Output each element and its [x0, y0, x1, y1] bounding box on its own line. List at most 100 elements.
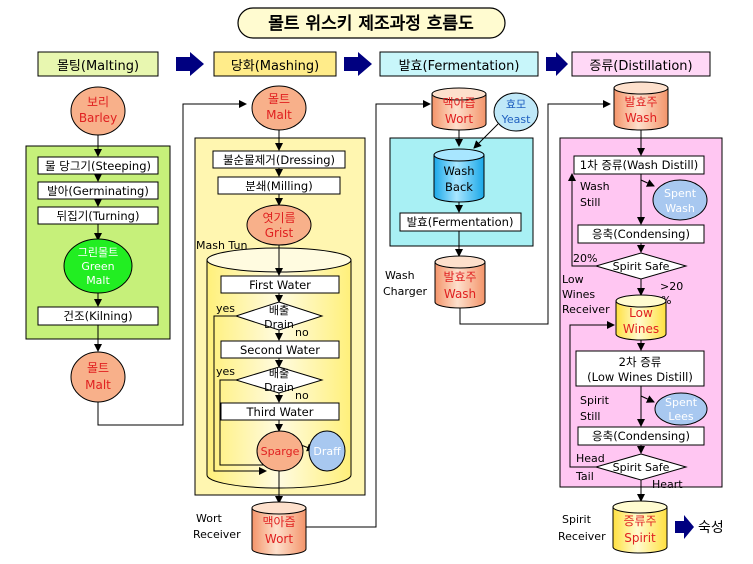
low-wines-receiver-label-1: Low — [562, 273, 584, 286]
mash-tun-label: Mash Tun — [196, 239, 247, 252]
low-wines-vessel: Low Wines — [615, 294, 667, 341]
yeast-node: 효모 Yeast — [493, 92, 539, 132]
svg-text:Malt: Malt — [86, 274, 110, 287]
svg-text:Wash: Wash — [444, 287, 476, 301]
wash-charger-vessel: 발효주 Wash — [434, 255, 486, 309]
condensing-box-1: 응축(Condensing) — [577, 224, 705, 244]
stage-label-mashing: 당화(Mashing) — [231, 59, 319, 74]
stage-header-malting: 몰팅(Malting) — [37, 51, 159, 77]
malt-input-node: 몰트 Malt — [251, 85, 307, 131]
maturation-arrow — [675, 515, 694, 539]
page-title: 몰트 위스키 제조과정 흐름도 — [268, 14, 474, 34]
svg-text:건조(Kilning): 건조(Kilning) — [63, 309, 132, 323]
spent-wash-node: Spent Wash — [652, 179, 708, 221]
svg-text:Wash: Wash — [444, 164, 475, 178]
low-wines-receiver-label-3: Receiver — [562, 303, 610, 316]
second-water-box: Second Water — [220, 340, 340, 359]
svg-text:분쇄(Milling): 분쇄(Milling) — [245, 179, 312, 193]
maturation-label: 숙성 — [698, 520, 724, 536]
malting-step-kilning: 건조(Kilning) — [37, 306, 159, 326]
svg-text:Wort: Wort — [445, 112, 473, 126]
yes-loop-1 — [213, 315, 267, 475]
wort-receiver-vessel: 맥아즙 Wort — [251, 501, 307, 556]
svg-text:배출: 배출 — [269, 304, 289, 317]
no-label-2: no — [295, 389, 309, 402]
svg-text:발효주: 발효주 — [443, 270, 476, 284]
loop-back-head-tail — [569, 321, 615, 468]
stage-label-fermentation: 발효(Fermentation) — [399, 59, 520, 74]
svg-text:Wort: Wort — [265, 532, 293, 546]
svg-text:엿기름: 엿기름 — [262, 211, 295, 225]
wort-receiver-label-1: Wort — [196, 512, 222, 525]
mashing-step-milling: 분쇄(Milling) — [217, 176, 341, 195]
tail-label: Tail — [575, 470, 594, 483]
heart-label: Heart — [652, 478, 683, 491]
svg-text:Low: Low — [629, 306, 653, 320]
wort-input-vessel: 맥아즙 Wort — [431, 87, 487, 131]
barley-node: 보리 Barley — [70, 86, 126, 136]
wort-receiver-label-2: Receiver — [193, 528, 241, 541]
spirit-receiver-vessel: 증류주 Spirit — [612, 500, 668, 554]
title-banner: 몰트 위스키 제조과정 흐름도 — [237, 7, 506, 39]
fermentation-step-box: 발효(Fermentation) — [399, 212, 522, 232]
draff-node: Draff — [308, 430, 346, 472]
spirit-safe-decision-1: Spirit Safe — [594, 252, 688, 280]
svg-text:배출: 배출 — [269, 367, 289, 380]
gt-20-label: >20 — [660, 280, 683, 293]
svg-text:First Water: First Water — [249, 278, 311, 292]
connector-wash-to-distillation — [459, 100, 611, 325]
svg-text:불순물제거(Dressing): 불순물제거(Dressing) — [223, 153, 335, 167]
stage-label-malting: 몰팅(Malting) — [57, 59, 139, 74]
svg-text:물 당그기(Steeping): 물 당그기(Steeping) — [45, 159, 151, 173]
svg-text:Drain: Drain — [264, 318, 294, 331]
wash-input-vessel: 발효주 Wash — [613, 81, 669, 131]
svg-text:응축(Condensing): 응축(Condensing) — [592, 227, 690, 241]
connector-wort-to-fermentation — [306, 100, 431, 528]
svg-text:Green: Green — [81, 260, 114, 273]
wash-charger-label-1: Wash — [385, 269, 415, 282]
stage-header-mashing: 당화(Mashing) — [213, 51, 337, 77]
spirit-safe-decision-2: Spirit Safe — [594, 453, 688, 481]
stage-arrow-1 — [176, 52, 204, 76]
stage-arrow-2 — [344, 52, 372, 76]
svg-text:맥아즙: 맥아즙 — [442, 96, 475, 110]
yes-loop-2 — [219, 379, 266, 466]
spirit-still-label-2: Still — [580, 410, 600, 423]
svg-text:Yeast: Yeast — [501, 113, 531, 126]
spent-lees-node: Spent Lees — [654, 392, 708, 426]
svg-text:Barley: Barley — [79, 111, 117, 125]
svg-text:Lees: Lees — [668, 410, 693, 423]
svg-text:응축(Condensing): 응축(Condensing) — [592, 429, 690, 443]
svg-text:Draff: Draff — [313, 445, 341, 458]
svg-text:발아(Germinating): 발아(Germinating) — [47, 184, 149, 198]
svg-text:그린몰트: 그린몰트 — [78, 246, 118, 259]
svg-text:2차 증류: 2차 증류 — [619, 355, 662, 369]
svg-text:Third Water: Third Water — [246, 405, 314, 419]
svg-text:Spent: Spent — [664, 187, 697, 200]
spirit-receiver-label-1: Spirit — [562, 513, 592, 526]
yes-label-2: yes — [216, 365, 235, 378]
stage-label-distillation: 증류(Distillation) — [589, 59, 692, 74]
wash-still-label-2: Still — [580, 196, 600, 209]
spirit-still-label-1: Spirit — [580, 394, 610, 407]
svg-text:Wash: Wash — [625, 111, 657, 125]
loop-back-20pct — [568, 173, 596, 267]
svg-text:발효(Fermentation): 발효(Fermentation) — [407, 215, 514, 229]
wash-still-label-1: Wash — [580, 180, 610, 193]
svg-text:Drain: Drain — [264, 381, 294, 394]
pct-20-label: 20% — [573, 252, 597, 265]
stage-header-fermentation: 발효(Fermentation) — [379, 51, 539, 77]
svg-text:Wash: Wash — [665, 202, 695, 215]
third-water-box: Third Water — [220, 402, 340, 421]
svg-text:Sparge: Sparge — [261, 445, 300, 458]
svg-text:Grist: Grist — [265, 226, 294, 240]
svg-text:(Low Wines Distill): (Low Wines Distill) — [587, 370, 693, 384]
svg-text:몰트: 몰트 — [268, 92, 290, 106]
svg-text:보리: 보리 — [87, 95, 109, 109]
spirit-receiver-label-2: Receiver — [558, 530, 606, 543]
no-label-1: no — [295, 326, 309, 339]
svg-text:맥아즙: 맥아즙 — [262, 515, 295, 529]
first-distill-box: 1차 증류(Wash Distill) — [573, 155, 705, 175]
svg-text:Spirit: Spirit — [624, 531, 656, 545]
